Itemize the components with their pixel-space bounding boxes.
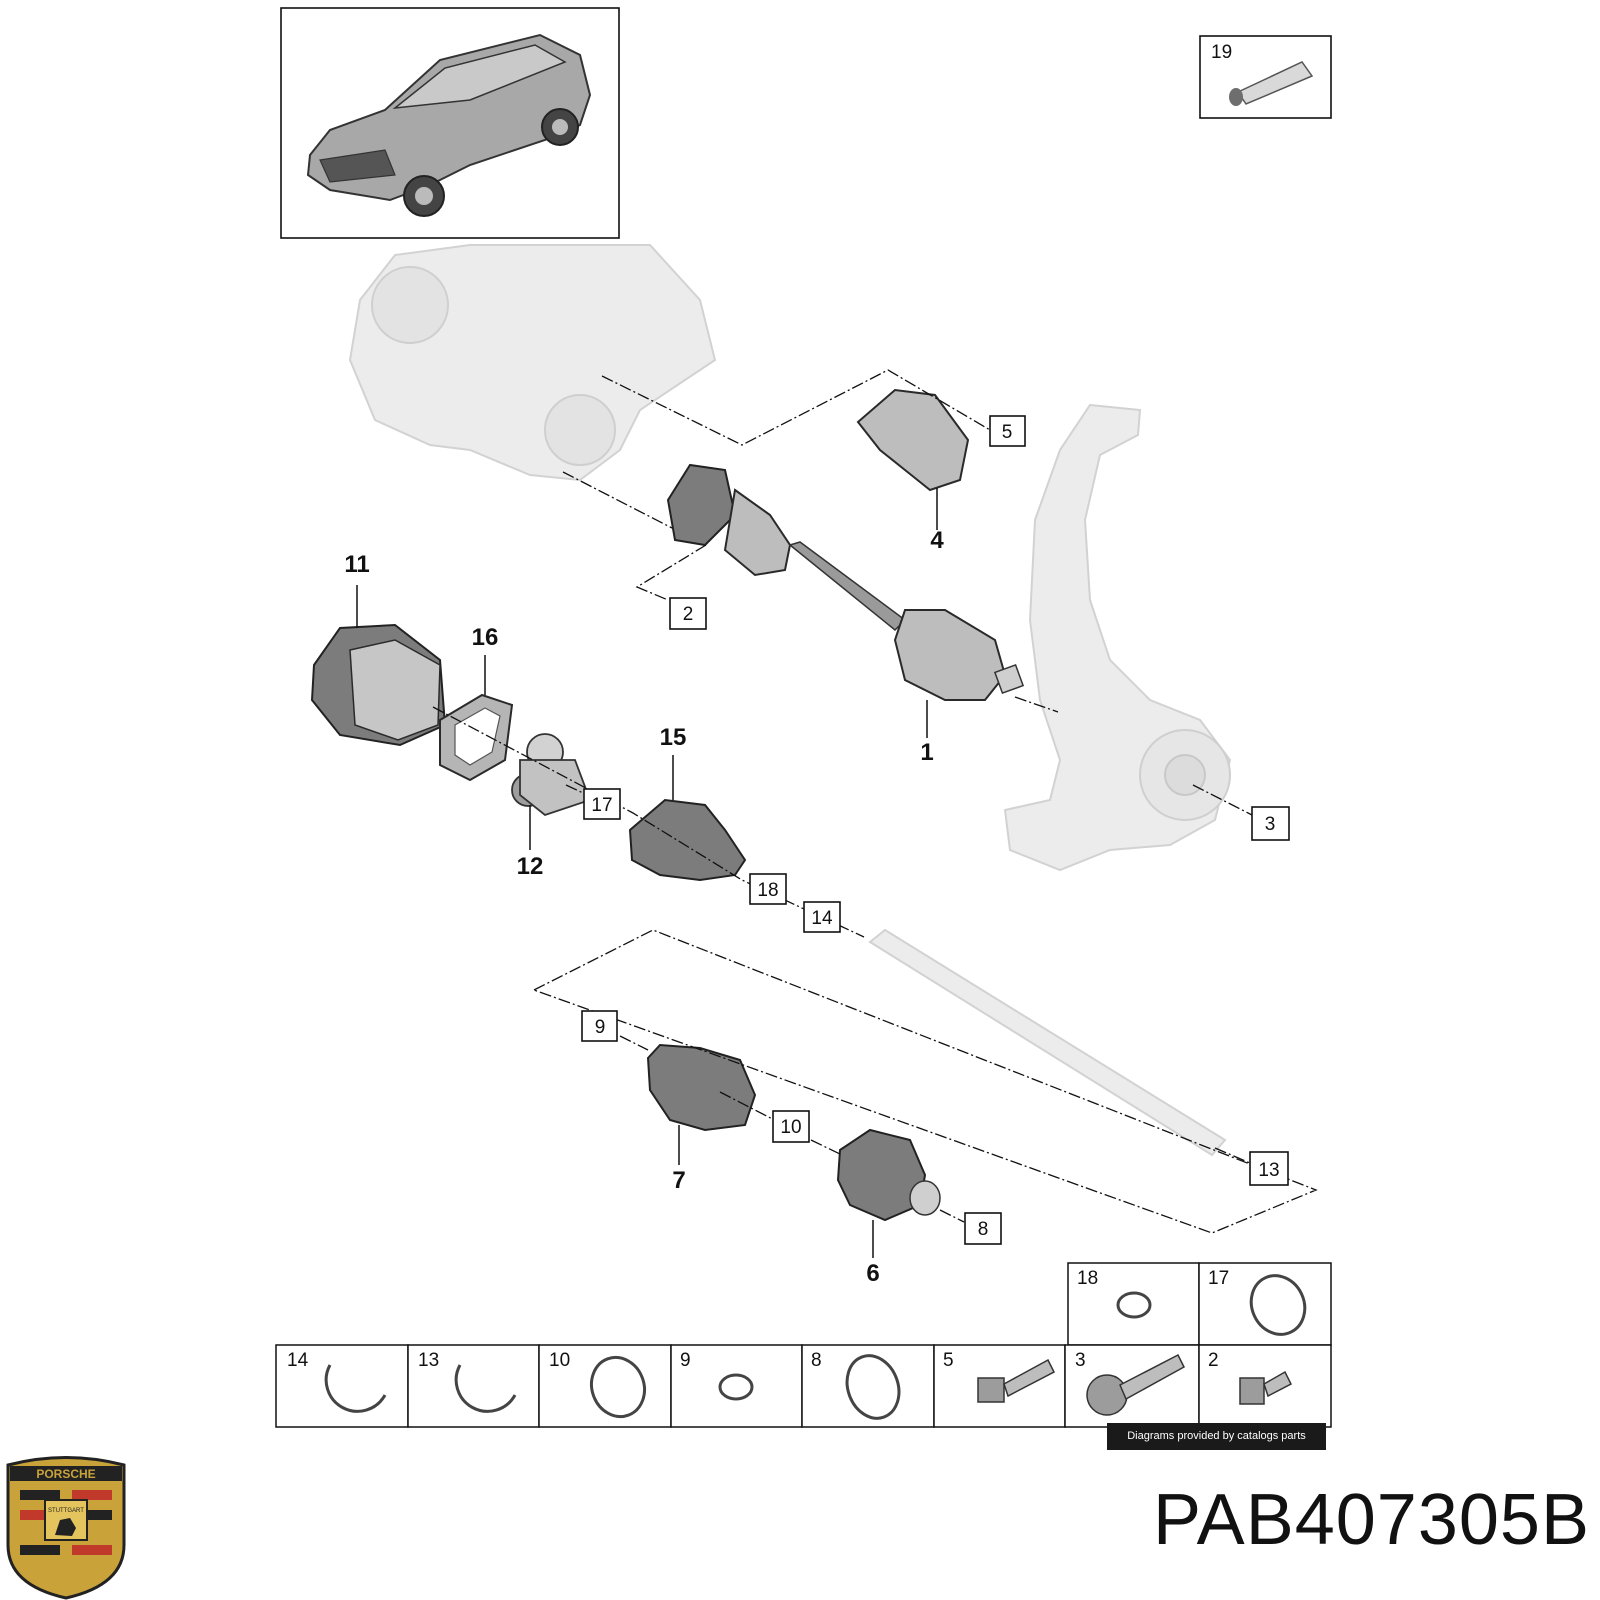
callout-3: 3 [1251, 806, 1290, 841]
callout-9: 9 [581, 1010, 618, 1042]
dash-group-frame [533, 929, 1318, 1234]
svg-text:17: 17 [591, 795, 612, 816]
inner-cv-boot [628, 798, 747, 882]
vehicle-illustration [306, 33, 592, 217]
callout-2: 2 [669, 597, 707, 630]
table-cell-8 [801, 1344, 935, 1428]
intermediate-shaft-ghost [868, 928, 1227, 1157]
part-label-11: 11 [344, 551, 369, 578]
grease-tube-illustration [1229, 61, 1314, 106]
circlip-icon-14 [324, 1364, 387, 1413]
svg-text:2: 2 [683, 604, 694, 625]
svg-text:13: 13 [1258, 1160, 1279, 1181]
part-label-6: 6 [866, 1260, 879, 1287]
callout-10: 10 [772, 1110, 810, 1143]
svg-text:18: 18 [757, 880, 778, 901]
part-label-15: 15 [660, 724, 687, 751]
dash-leader-axle-inner [562, 471, 673, 529]
bolt-icon-3 [1086, 1353, 1185, 1416]
table-label-2: 2 [1208, 1350, 1219, 1371]
table-cell-9 [670, 1344, 803, 1428]
svg-text:PORSCHE: PORSCHE [36, 1467, 95, 1481]
outer-cv-boot [646, 1043, 757, 1132]
joint-housing [310, 623, 447, 747]
callout-17: 17 [583, 788, 621, 820]
dash-leader-axis-upper [432, 706, 865, 938]
dash-leader-axis-lower [810, 1139, 843, 1156]
clamp-icon-10 [590, 1355, 646, 1419]
dash-leader-knuckle [1014, 696, 1059, 713]
circlip-icon-13 [454, 1364, 517, 1413]
drive-shaft-assembly [666, 463, 1025, 701]
svg-text:8: 8 [978, 1219, 989, 1240]
table-label-8: 8 [811, 1350, 822, 1371]
part-label-16: 16 [472, 624, 499, 651]
part-label-12: 12 [517, 853, 544, 880]
svg-text:3: 3 [1265, 814, 1276, 835]
part-number: PAB407305B [1152, 1480, 1590, 1560]
table-cell-14 [275, 1344, 409, 1428]
table-label-13: 13 [418, 1350, 439, 1371]
diagram-credit: Diagrams provided by catalogs parts [1107, 1423, 1326, 1450]
svg-text:STUTTGART: STUTTGART [48, 1508, 84, 1514]
callout-18: 18 [749, 873, 787, 905]
retaining-ring [439, 693, 514, 782]
callout-5: 5 [989, 415, 1026, 447]
hardware-table: 18 17 14 13 10 9 8 5 3 2 [275, 1262, 1332, 1428]
ring-icon-8 [845, 1354, 901, 1420]
dash-leader-8 [939, 1209, 965, 1223]
table-cell-17 [1198, 1262, 1332, 1346]
porsche-crest-logo: PORSCHE STUTTGART [6, 1456, 126, 1600]
table-cell-18 [1067, 1262, 1200, 1346]
callout-8: 8 [964, 1212, 1002, 1245]
table-label-10: 10 [549, 1350, 570, 1371]
item-19-number: 19 [1211, 42, 1232, 63]
table-label-18: 18 [1077, 1268, 1098, 1289]
table-label-3: 3 [1075, 1350, 1086, 1371]
transmission-housing-ghost [348, 244, 717, 482]
wheel-knuckle-ghost [1003, 403, 1232, 872]
callout-14: 14 [803, 901, 841, 933]
svg-text:10: 10 [780, 1117, 801, 1138]
bolt-icon-5 [977, 1358, 1056, 1403]
heat-shield [856, 388, 970, 492]
table-label-9: 9 [680, 1350, 691, 1371]
outer-cv-joint [836, 1128, 941, 1222]
table-label-14: 14 [287, 1350, 309, 1371]
dash-leader-2 [635, 544, 707, 601]
dash-leader-9 [619, 1035, 649, 1051]
clamp-icon-9 [718, 1373, 754, 1401]
clamp-icon-17 [1249, 1274, 1307, 1336]
svg-text:5: 5 [1002, 422, 1013, 443]
svg-text:9: 9 [595, 1017, 606, 1038]
bolt-icon-2 [1239, 1370, 1293, 1405]
dash-leader-13 [1214, 1147, 1251, 1164]
part-label-1: 1 [920, 739, 933, 766]
tripod-joint [511, 733, 592, 817]
table-label-17: 17 [1208, 1268, 1229, 1289]
part-label-7: 7 [672, 1167, 685, 1194]
part-label-4: 4 [930, 527, 944, 554]
callout-13: 13 [1249, 1151, 1289, 1186]
clamp-icon-18 [1116, 1291, 1152, 1319]
svg-text:14: 14 [811, 908, 833, 929]
table-cell-13 [407, 1344, 540, 1428]
dash-leader-3 [1192, 784, 1253, 816]
table-label-5: 5 [943, 1350, 954, 1371]
